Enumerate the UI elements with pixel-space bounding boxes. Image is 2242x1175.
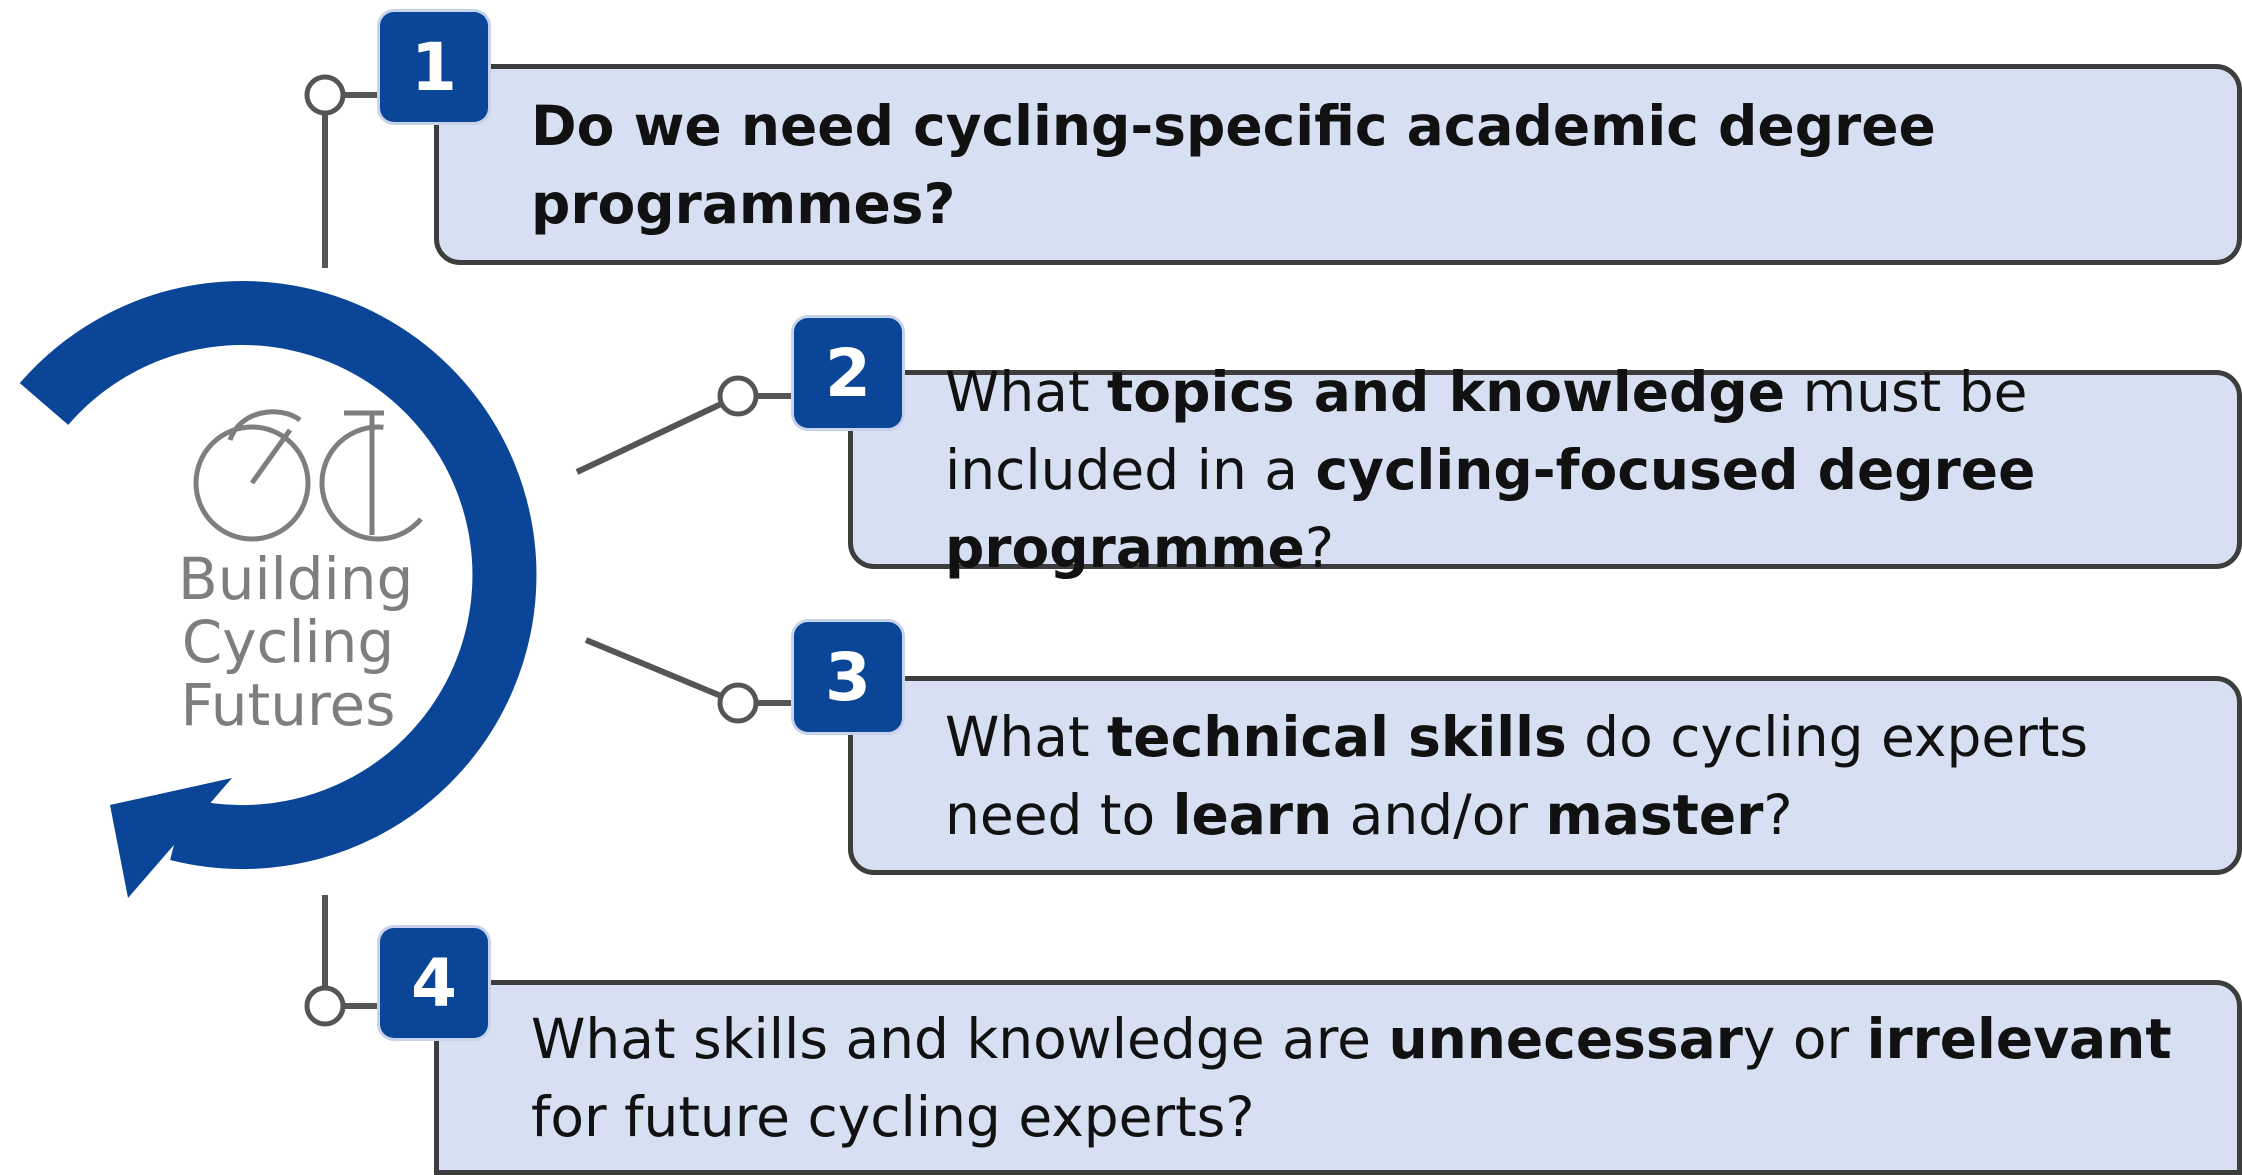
question-box-3: What technical skills do cycling experts… xyxy=(848,676,2242,875)
bicycle-icon xyxy=(193,409,437,542)
question-box-4: What skills and knowledge are unnecessar… xyxy=(434,980,2242,1175)
connector-2 xyxy=(575,393,740,475)
question-2-run-1: topics and knowledge xyxy=(1107,359,1786,424)
node-4 xyxy=(304,985,346,1027)
question-text-1: Do we need cycling-specific academic deg… xyxy=(531,87,2197,243)
question-2-run-4: ? xyxy=(1304,515,1335,580)
question-3-run-1: technical skills xyxy=(1107,704,1567,769)
question-3-run-0: What xyxy=(945,704,1107,769)
cycle-arrow: EMDM xyxy=(19,281,591,898)
logo-line-2: Cycling xyxy=(181,608,395,676)
question-text-3: What technical skills do cycling experts… xyxy=(945,698,2207,854)
question-4-run-2: y or xyxy=(1742,1006,1867,1071)
question-3-run-6: ? xyxy=(1763,782,1793,847)
node-1 xyxy=(304,74,346,116)
question-4-run-0: What skills and knowledge are xyxy=(531,1006,1389,1071)
question-4-run-1: unnecessar xyxy=(1388,1006,1743,1071)
question-3-run-4: and/or xyxy=(1332,782,1546,847)
logo-line-1: Building xyxy=(178,545,414,613)
cycle-arrowhead xyxy=(110,778,232,898)
connector-nodes xyxy=(304,74,759,1027)
cycle-label: EMDM xyxy=(533,470,591,669)
number-badge-4: 4 xyxy=(380,928,488,1038)
question-2-run-3: cycling-focused degree programme xyxy=(945,437,2036,580)
connector-3 xyxy=(584,637,740,706)
question-text-2: What topics and knowledge must be includ… xyxy=(945,353,2197,587)
question-3-run-3: learn xyxy=(1172,782,1333,847)
question-1-run-0: Do we need cycling-specific academic deg… xyxy=(531,93,1936,236)
number-badge-2: 2 xyxy=(794,318,902,428)
question-box-1: Do we need cycling-specific academic deg… xyxy=(434,64,2242,265)
node-3 xyxy=(717,682,759,724)
number-badge-1: 1 xyxy=(380,12,488,122)
question-2-run-0: What xyxy=(945,359,1107,424)
logo-line-3: Futures xyxy=(180,671,396,739)
question-4-run-4: for future cycling experts? xyxy=(531,1084,1255,1149)
question-text-4: What skills and knowledge are unnecessar… xyxy=(531,1000,2197,1156)
question-box-2: What topics and knowledge must be includ… xyxy=(848,360,2242,580)
question-3-run-5: master xyxy=(1545,782,1764,847)
number-badge-3: 3 xyxy=(794,622,902,732)
node-2 xyxy=(717,375,759,417)
question-2-run-2: must be included in a xyxy=(945,359,2028,502)
cycle-arc xyxy=(19,281,537,870)
question-4-run-3: irrelevant xyxy=(1866,1006,2172,1071)
question-3-run-2: do cycling experts need to xyxy=(945,704,2089,847)
